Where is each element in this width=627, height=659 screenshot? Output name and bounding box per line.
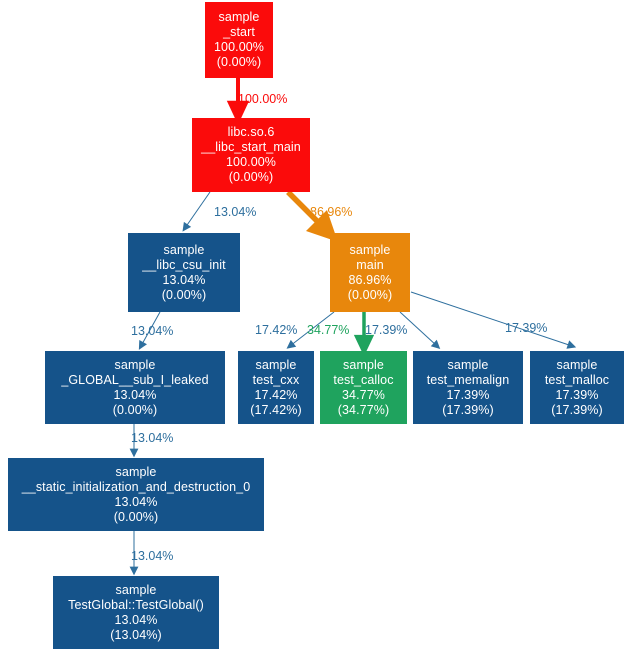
node-total: 17.39% <box>555 387 599 402</box>
node-function: TestGlobal::TestGlobal() <box>68 597 204 612</box>
node-total: 13.04% <box>113 387 157 402</box>
node-total: 86.96% <box>348 272 392 287</box>
node-test-cxx[interactable]: sample test_cxx 17.42% (17.42%) <box>238 351 314 424</box>
node-module: sample <box>218 10 260 24</box>
node-self: (0.00%) <box>113 509 159 524</box>
edge-label-static-init-to-test-global-ctor: 13.04% <box>131 549 174 563</box>
node-test-memalign[interactable]: sample test_memalign 17.39% (17.39%) <box>413 351 523 424</box>
node-function: __libc_start_main <box>201 140 301 154</box>
node-start[interactable]: sample _start 100.00% (0.00%) <box>205 2 273 78</box>
node-self: (17.39%) <box>551 402 603 417</box>
node-main[interactable]: sample main 86.96% (0.00%) <box>330 233 410 312</box>
node-total: 13.04% <box>114 494 158 509</box>
edge-label-main-to-test-calloc: 34.77% <box>307 323 350 337</box>
node-function: test_memalign <box>426 372 510 387</box>
node-self: (0.00%) <box>347 287 393 302</box>
node-function: __libc_csu_init <box>142 257 226 272</box>
node-module: sample <box>163 242 205 257</box>
node-self: (0.00%) <box>228 170 274 184</box>
node-libc-csu-init[interactable]: sample __libc_csu_init 13.04% (0.00%) <box>128 233 240 312</box>
node-module: libc.so.6 <box>227 125 275 139</box>
node-total: 13.04% <box>162 272 206 287</box>
node-self: (0.00%) <box>216 55 262 69</box>
edge-libc-start-main-to-main <box>286 190 338 242</box>
node-function: __static_initialization_and_destruction_… <box>21 479 251 494</box>
edge-main-to-test-malloc <box>410 291 577 349</box>
node-test-global-ctor[interactable]: sample TestGlobal::TestGlobal() 13.04% (… <box>53 576 219 649</box>
node-module: sample <box>255 357 297 372</box>
edge-main-to-test-memalign <box>399 311 441 349</box>
edge-label-libc-start-main-to-main: 86.96% <box>310 205 353 219</box>
edge-label-main-to-test-malloc: 17.39% <box>505 321 548 335</box>
node-function: _start <box>223 25 255 39</box>
node-total: 100.00% <box>225 155 277 169</box>
edge-label-main-to-test-cxx: 17.42% <box>255 323 298 337</box>
edge-main-to-test-cxx <box>286 311 335 349</box>
node-self: (0.00%) <box>161 287 207 302</box>
node-global-sub-i-leaked[interactable]: sample _GLOBAL__sub_I_leaked 13.04% (0.0… <box>45 351 225 424</box>
edge-label-global-sub-i-leaked-to-static-init: 13.04% <box>131 431 174 445</box>
node-total: 17.39% <box>446 387 490 402</box>
node-self: (17.42%) <box>250 402 302 417</box>
node-test-calloc[interactable]: sample test_calloc 34.77% (34.77%) <box>320 351 407 424</box>
node-test-malloc[interactable]: sample test_malloc 17.39% (17.39%) <box>530 351 624 424</box>
node-function: test_malloc <box>544 372 610 387</box>
node-self: (34.77%) <box>337 402 390 417</box>
node-total: 100.00% <box>213 40 265 54</box>
node-libc-start-main[interactable]: libc.so.6 __libc_start_main 100.00% (0.0… <box>192 118 310 192</box>
node-function: _GLOBAL__sub_I_leaked <box>61 372 209 387</box>
edge-label-main-to-test-memalign: 17.39% <box>365 323 408 337</box>
node-function: test_calloc <box>333 372 394 387</box>
node-module: sample <box>447 357 489 372</box>
edge-libc-csu-init-to-global-sub-i-leaked <box>138 311 161 350</box>
node-module: sample <box>556 357 598 372</box>
node-function: test_cxx <box>252 372 300 387</box>
node-self: (17.39%) <box>442 402 494 417</box>
node-self: (13.04%) <box>110 627 162 642</box>
node-self: (0.00%) <box>112 402 158 417</box>
node-module: sample <box>343 357 384 372</box>
node-total: 13.04% <box>114 612 158 627</box>
edge-label-start-to-libc-start-main: 100.00% <box>238 92 288 106</box>
node-static-initialization-and-destruction[interactable]: sample __static_initialization_and_destr… <box>8 458 264 531</box>
node-function: main <box>356 257 384 272</box>
edge-label-libc-start-main-to-libc-csu-init: 13.04% <box>214 205 257 219</box>
node-total: 17.42% <box>254 387 298 402</box>
node-module: sample <box>115 464 157 479</box>
node-total: 34.77% <box>342 387 385 402</box>
edge-label-libc-csu-init-to-global-sub-i-leaked: 13.04% <box>131 324 174 338</box>
node-module: sample <box>114 357 156 372</box>
node-module: sample <box>349 242 391 257</box>
edge-libc-start-main-to-libc-csu-init <box>182 191 211 232</box>
node-module: sample <box>115 582 157 597</box>
